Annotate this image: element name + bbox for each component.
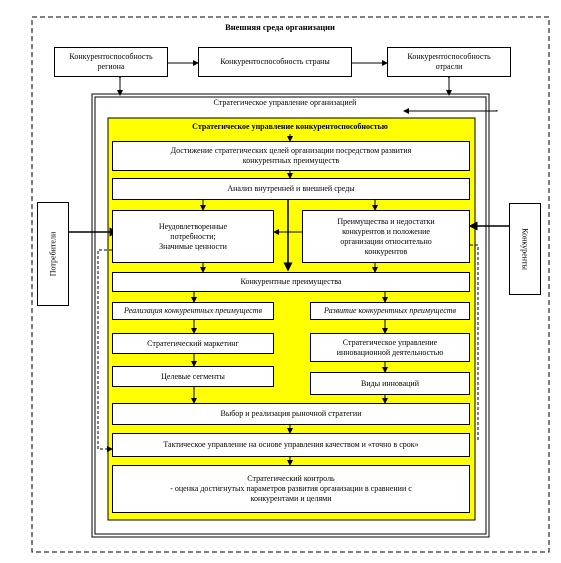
strategic-comp-title: Стратегическое управление конкурентоспос… xyxy=(192,122,388,131)
competitors-box: Конкуренты xyxy=(509,203,541,295)
innovations-box: Виды инноваций xyxy=(310,372,470,395)
industry-competitiveness-box: Конкурентоспособность отрасли xyxy=(387,47,511,77)
external-env-title: Внешняя среда организации xyxy=(225,22,335,32)
goals-box: Достижение стратегических целей организа… xyxy=(112,141,470,171)
strategic-org-title: Стратегическое управление организацией xyxy=(213,98,357,107)
advantages-box: Конкурентные преимущества xyxy=(112,272,470,292)
region-competitiveness-box: Конкурентоспособность региона xyxy=(54,47,168,77)
market-strategy-box: Выбор и реализация рыночной стратегии xyxy=(112,403,470,425)
strategic-org-frame xyxy=(91,93,490,538)
needs-box: Неудовлетворенные потребности; Значимые … xyxy=(112,210,274,263)
analysis-box: Анализ внутренней и внешней среды xyxy=(112,178,470,200)
marketing-box: Стратегический маркетинг xyxy=(112,333,274,354)
external-env-frame xyxy=(31,16,550,553)
segments-box: Целевые сегменты xyxy=(112,366,274,387)
innovation-mgmt-box: Стратегическое управление инновационной … xyxy=(310,333,470,362)
country-competitiveness-box: Конкурентоспособность страны xyxy=(198,47,352,77)
development-box: Развитие конкурентных преимуществ xyxy=(310,302,470,320)
realization-box: Реализация конкурентных преимуществ xyxy=(112,302,274,320)
competitors-label: Конкуренты xyxy=(520,228,530,270)
tactical-box: Тактическое управление на основе управле… xyxy=(112,433,470,457)
control-box: Стратегический контроль - оценка достигн… xyxy=(112,465,470,513)
consumers-label: Потребители xyxy=(48,231,58,277)
pros-cons-box: Преимущества и недостатки конкурентов и … xyxy=(302,210,470,263)
consumers-box: Потребители xyxy=(37,202,69,306)
